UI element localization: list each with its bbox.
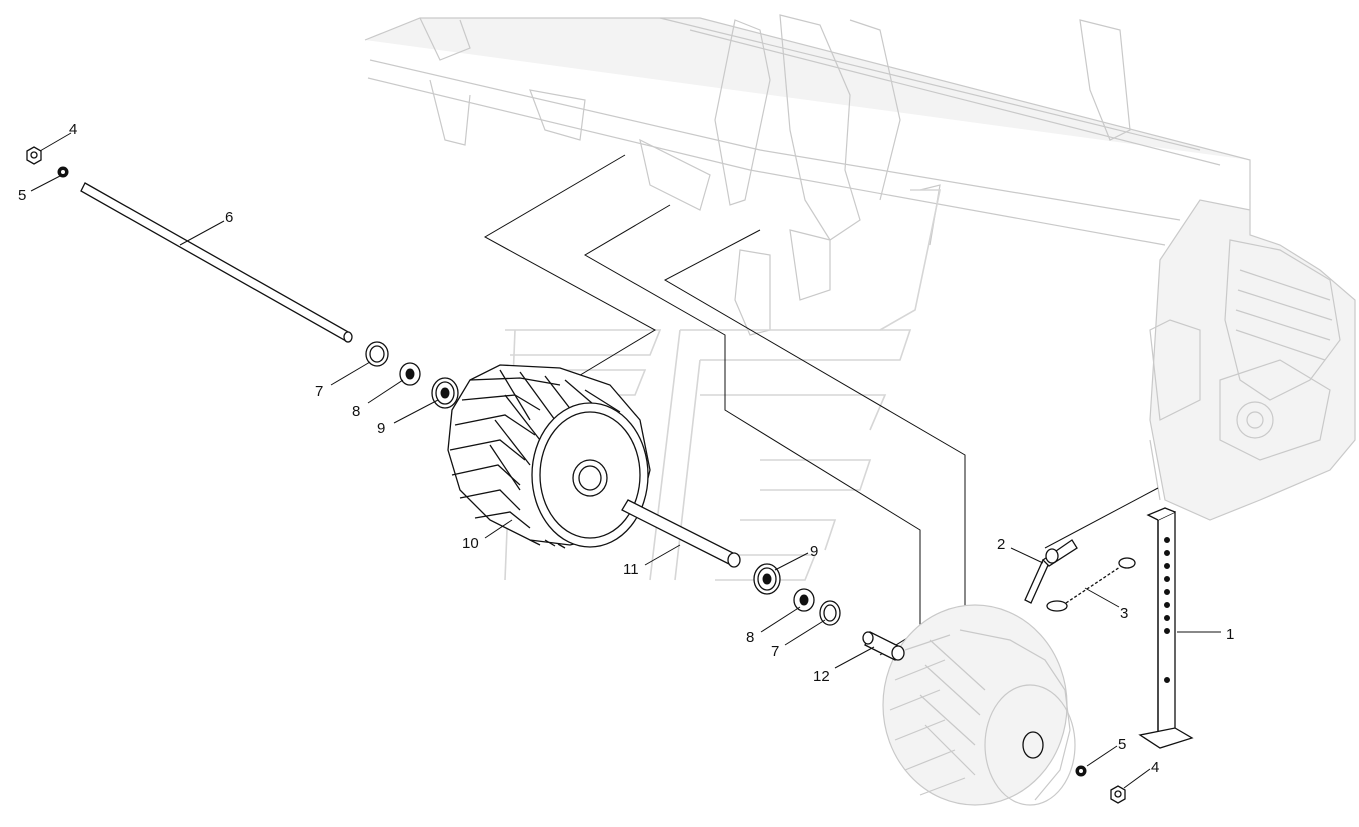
sleeve [862,631,905,661]
bearing-left [431,377,459,409]
callout-3: 3 [1120,605,1128,622]
axle-rod [80,182,353,343]
spacer-ring-left [365,341,389,367]
leader-lines [30,132,1221,789]
washer-right [793,588,815,612]
spacer-ring-right [819,600,841,626]
callout-6: 6 [225,209,233,226]
callout-8-left: 8 [352,403,360,420]
callout-9-right: 9 [810,543,818,560]
nut-bottom [1110,785,1126,804]
support-leg [1138,507,1194,749]
callout-4-top: 4 [69,121,77,138]
wheel [447,364,651,549]
washer-left [399,362,421,386]
callout-2: 2 [997,536,1005,553]
callout-12: 12 [813,668,830,685]
callout-1: 1 [1226,626,1234,643]
callout-labels: 4 5 6 7 8 9 10 11 9 8 7 12 2 3 1 5 4 [18,121,1234,776]
callout-4-bottom: 4 [1151,759,1159,776]
callout-9-left: 9 [377,420,385,437]
callout-7-left: 7 [315,383,323,400]
washer-bottom [1075,765,1087,777]
callout-8-right: 8 [746,629,754,646]
nut-top [26,146,42,165]
callout-7-right: 7 [771,643,779,660]
washer-top [57,166,69,178]
callout-5-top: 5 [18,187,26,204]
machine-frame-ghost [364,14,1356,521]
reference-wheel-ghost [882,604,1076,806]
lanyard [1046,557,1136,612]
callout-10: 10 [462,535,479,552]
callout-11: 11 [623,561,639,578]
pin [1024,539,1078,604]
hub-tube [621,499,741,568]
bearing-right [753,563,781,595]
callout-5-bottom: 5 [1118,736,1126,753]
